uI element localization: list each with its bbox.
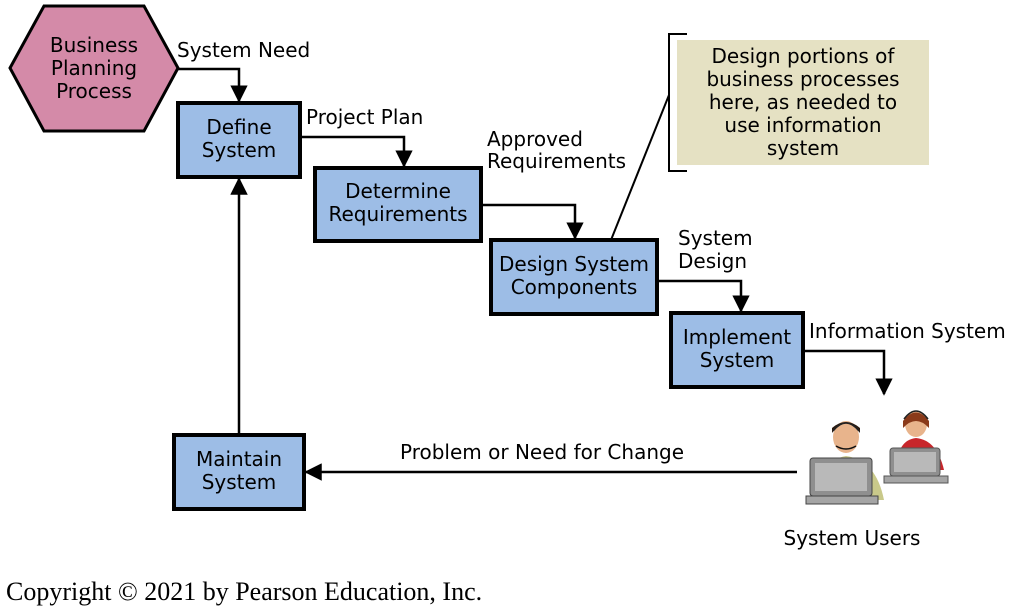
design-line-2: Components [511,275,638,299]
female-user-at-computer-icon [883,410,949,484]
design-line-1: Design System [499,252,649,276]
design-system-components-box: Design System Components [489,238,659,316]
label-system-users: System Users [784,526,921,550]
arrow-approved-requirements [481,203,584,240]
arrow-system-design [657,279,750,313]
maintain-line-2: System [202,470,277,494]
hexagon-line-3: Process [56,79,132,103]
define-line-2: System [202,138,277,162]
note-line-5: system [767,136,839,160]
label-information-system: Information System [809,319,1006,343]
note-box [677,40,929,165]
maintain-line-1: Maintain [196,447,282,471]
label-system: System [678,226,753,250]
note-line-3: here, as needed to [709,90,897,114]
implement-line-1: Implement [683,325,791,349]
label-design: Design [678,249,747,273]
hexagon-line-2: Planning [51,56,137,80]
arrow-system-need [178,67,248,103]
male-user-at-computer-icon [805,421,884,505]
copyright-notice: Copyright © 2021 by Pearson Education, I… [6,577,482,606]
business-planning-process-node: Business Planning Process [8,4,180,133]
note-line-2: business processes [706,67,899,91]
system-users-illustration [805,410,949,505]
flow-arrows [178,67,893,481]
note-callout: Design portions of business processes he… [610,33,929,241]
note-line-1: Design portions of [712,44,896,68]
define-system-box: Define System [176,101,302,179]
determine-line-2: Requirements [328,202,467,226]
arrow-project-plan [300,135,413,168]
label-project-plan: Project Plan [306,105,423,129]
implement-line-2: System [700,348,775,372]
label-system-need: System Need [177,38,310,62]
define-line-1: Define [206,115,271,139]
implement-system-box: Implement System [669,311,805,389]
label-requirements: Requirements [487,149,626,173]
label-approved: Approved [487,127,583,151]
arrow-information-system [803,349,893,396]
note-line-4: use information [724,113,881,137]
note-bracket [668,33,687,172]
determine-requirements-box: Determine Requirements [313,166,483,243]
note-leader-line [610,94,670,241]
determine-line-1: Determine [345,179,451,203]
maintain-system-box: Maintain System [172,433,306,511]
hexagon-line-1: Business [50,33,138,57]
label-problem-or-need: Problem or Need for Change [400,440,684,464]
